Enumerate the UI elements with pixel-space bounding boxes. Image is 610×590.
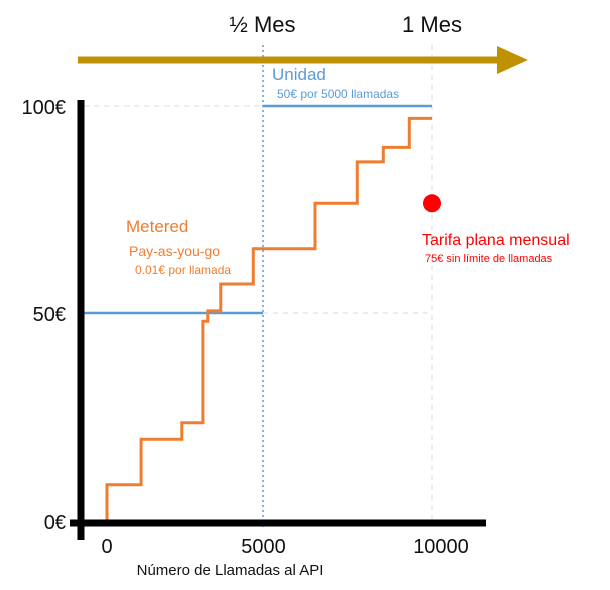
metered-subtitle: Pay-as-you-go: [129, 243, 220, 259]
metered-step-line: [105, 116, 432, 520]
time-label-half-month: ½ Mes: [229, 12, 295, 37]
x-tick-label-10000: 10000: [413, 536, 469, 558]
flat-rate-description: 75€ sin límite de llamadas: [425, 253, 553, 265]
x-axis-label: Número de Llamadas al API: [137, 562, 324, 579]
metered-description: 0.01€ por llamada: [135, 263, 231, 277]
unit-description: 50€ por 5000 llamadas: [277, 87, 399, 101]
unit-title: Unidad: [272, 65, 326, 84]
x-tick-label-0: 0: [101, 536, 112, 558]
y-tick-label-0: 0€: [44, 512, 66, 534]
y-tick-label-50: 50€: [33, 304, 66, 326]
time-arrow-head: [497, 46, 528, 74]
y-tick-label-100: 100€: [22, 97, 67, 119]
x-tick-label-5000: 5000: [241, 536, 286, 558]
time-label-month: 1 Mes: [402, 12, 462, 37]
metered-title: Metered: [126, 217, 188, 236]
flat-rate-title: Tarifa plana mensual: [422, 232, 570, 249]
flat-rate-point: [423, 194, 441, 213]
